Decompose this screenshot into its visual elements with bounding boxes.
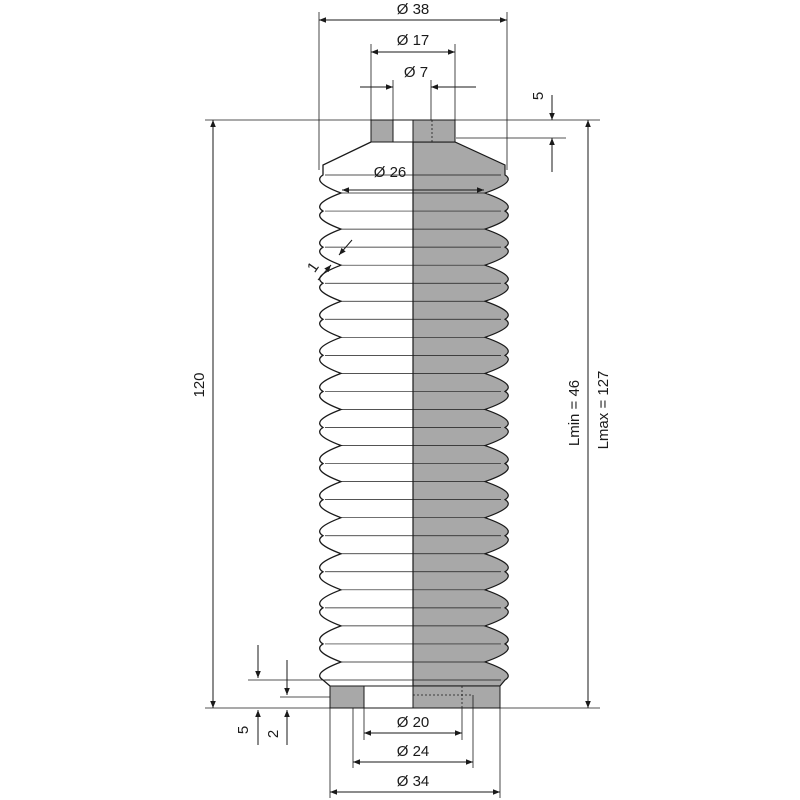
bellows-outline-left <box>319 141 372 687</box>
bottom-collar-right <box>412 685 501 709</box>
dim-bottom-lip-height: 2 <box>265 730 282 738</box>
top-collar-left <box>370 119 394 143</box>
dim-bottom-mid-dia: Ø 24 <box>397 743 430 760</box>
dim-bottom-inner-dia: Ø 20 <box>397 714 430 731</box>
dim-neck-outer-dia: Ø 17 <box>397 32 430 49</box>
dim-inner-top-dia: Ø 26 <box>374 164 407 181</box>
top-collar-gap <box>392 119 414 143</box>
bottom-collar-left <box>329 685 365 709</box>
dim-bottom-outer-dia: Ø 34 <box>397 773 430 790</box>
bottom-collar-gap <box>363 685 414 709</box>
dim-lmax: Lmax = 127 <box>595 371 612 450</box>
dim-wall-thickness: 1 <box>304 259 323 276</box>
dim1-arrow-out <box>338 239 353 256</box>
dim-total-height: 120 <box>191 372 208 397</box>
dim-outer-top-dia: Ø 38 <box>397 1 430 18</box>
dim1-arrow-in <box>317 264 332 281</box>
top-collar-right <box>412 119 456 143</box>
dim-top-collar-height: 5 <box>530 92 547 100</box>
dim-lmin: Lmin = 46 <box>566 380 583 446</box>
dim-bottom-collar-height: 5 <box>235 726 252 734</box>
bellows-section-half <box>412 141 509 687</box>
dim-neck-inner-dia: Ø 7 <box>404 64 428 81</box>
